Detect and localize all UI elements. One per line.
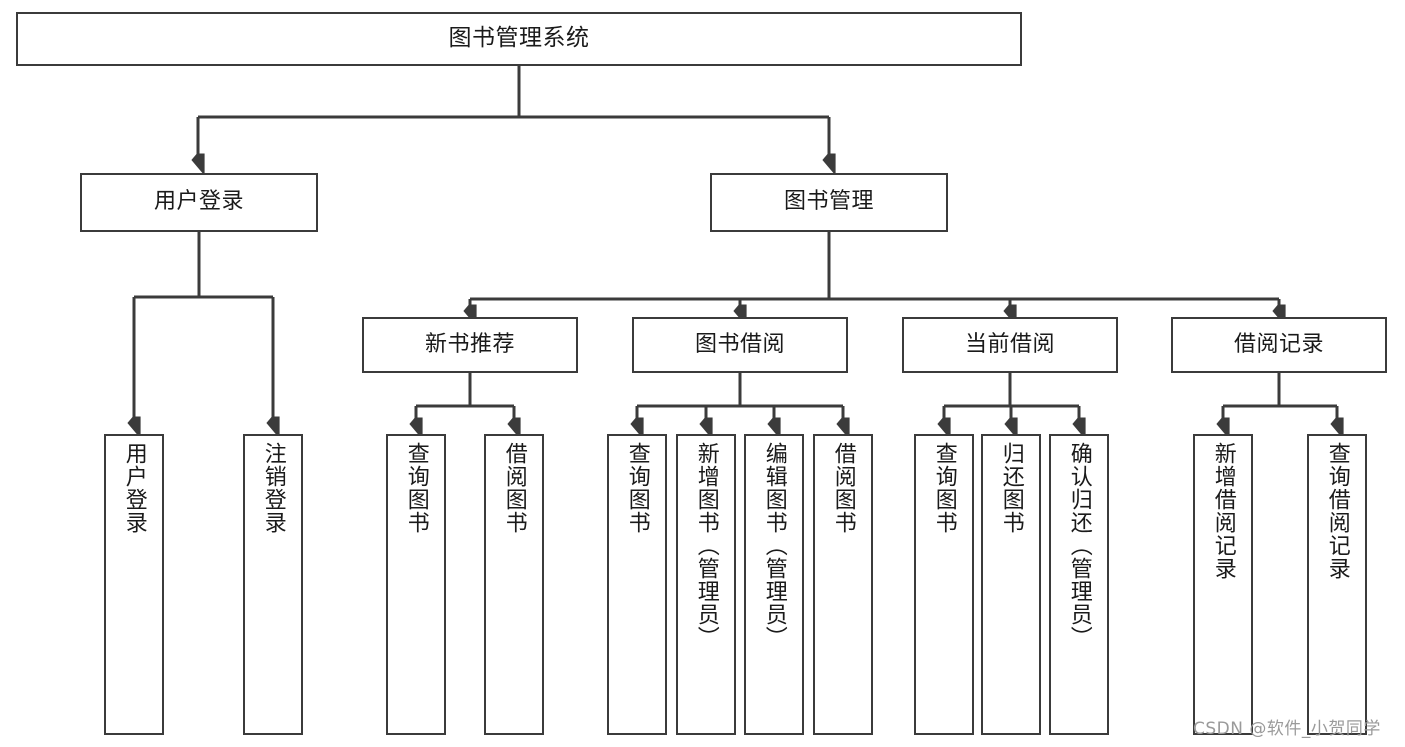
node-leaf-query-record[interactable]: 查询借阅记录: [1307, 434, 1367, 735]
node-leaf-borrow-book-1[interactable]: 借阅图书: [484, 434, 544, 735]
node-new-book-recommend-label: 新书推荐: [424, 331, 515, 357]
node-leaf-confirm-return-label: 确认归还（管理员）: [1066, 442, 1092, 649]
node-leaf-query-book-2-label: 查询图书: [624, 442, 650, 534]
edge-group-book-management: [470, 232, 1279, 311]
node-leaf-add-book-label: 新增图书（管理员）: [693, 442, 719, 649]
node-leaf-borrow-book-2[interactable]: 借阅图书: [813, 434, 873, 735]
node-leaf-borrow-book-2-label: 借阅图书: [830, 442, 856, 534]
node-current-borrow-label: 当前借阅: [964, 331, 1055, 357]
node-user-login[interactable]: 用户登录: [80, 173, 318, 232]
node-leaf-add-book[interactable]: 新增图书（管理员）: [676, 434, 736, 735]
node-borrow-record[interactable]: 借阅记录: [1171, 317, 1387, 373]
node-leaf-logout-login[interactable]: 注销登录: [243, 434, 303, 735]
edge-group-borrow-record: [1223, 373, 1337, 424]
edge-group-book-borrow: [637, 373, 843, 424]
node-leaf-user-login[interactable]: 用户登录: [104, 434, 164, 735]
node-leaf-query-book-2[interactable]: 查询图书: [607, 434, 667, 735]
node-borrow-record-label: 借阅记录: [1233, 331, 1324, 357]
node-leaf-user-login-label: 用户登录: [121, 442, 147, 534]
node-current-borrow[interactable]: 当前借阅: [902, 317, 1118, 373]
node-leaf-return-book-label: 归还图书: [998, 442, 1024, 534]
node-leaf-query-book-3[interactable]: 查询图书: [914, 434, 974, 735]
node-leaf-confirm-return[interactable]: 确认归还（管理员）: [1049, 434, 1109, 735]
edge-group-user-login: [134, 232, 273, 423]
node-leaf-edit-book[interactable]: 编辑图书（管理员）: [744, 434, 804, 735]
node-leaf-query-record-label: 查询借阅记录: [1324, 442, 1350, 580]
node-leaf-query-book-1-label: 查询图书: [403, 442, 429, 534]
watermark-text: CSDN @软件_小贺同学: [1193, 719, 1381, 739]
edge-group-root: [198, 66, 829, 160]
node-leaf-add-record-label: 新增借阅记录: [1210, 442, 1236, 580]
node-leaf-borrow-book-1-label: 借阅图书: [501, 442, 527, 534]
node-leaf-return-book[interactable]: 归还图书: [981, 434, 1041, 735]
node-book-borrow[interactable]: 图书借阅: [632, 317, 848, 373]
node-leaf-logout-login-label: 注销登录: [260, 442, 286, 534]
node-user-login-label: 用户登录: [153, 189, 244, 215]
node-leaf-query-book-1[interactable]: 查询图书: [386, 434, 446, 735]
node-leaf-edit-book-label: 编辑图书（管理员）: [761, 442, 787, 649]
edge-group-current-borrow: [944, 373, 1079, 424]
node-book-management-label: 图书管理: [783, 189, 874, 215]
node-leaf-add-record[interactable]: 新增借阅记录: [1193, 434, 1253, 735]
edge-group-new-book-recommend: [416, 373, 514, 424]
node-root[interactable]: 图书管理系统: [16, 12, 1022, 66]
node-new-book-recommend[interactable]: 新书推荐: [362, 317, 578, 373]
node-book-borrow-label: 图书借阅: [694, 331, 785, 357]
node-leaf-query-book-3-label: 查询图书: [931, 442, 957, 534]
node-root-label: 图书管理系统: [448, 25, 590, 52]
node-book-management[interactable]: 图书管理: [710, 173, 948, 232]
